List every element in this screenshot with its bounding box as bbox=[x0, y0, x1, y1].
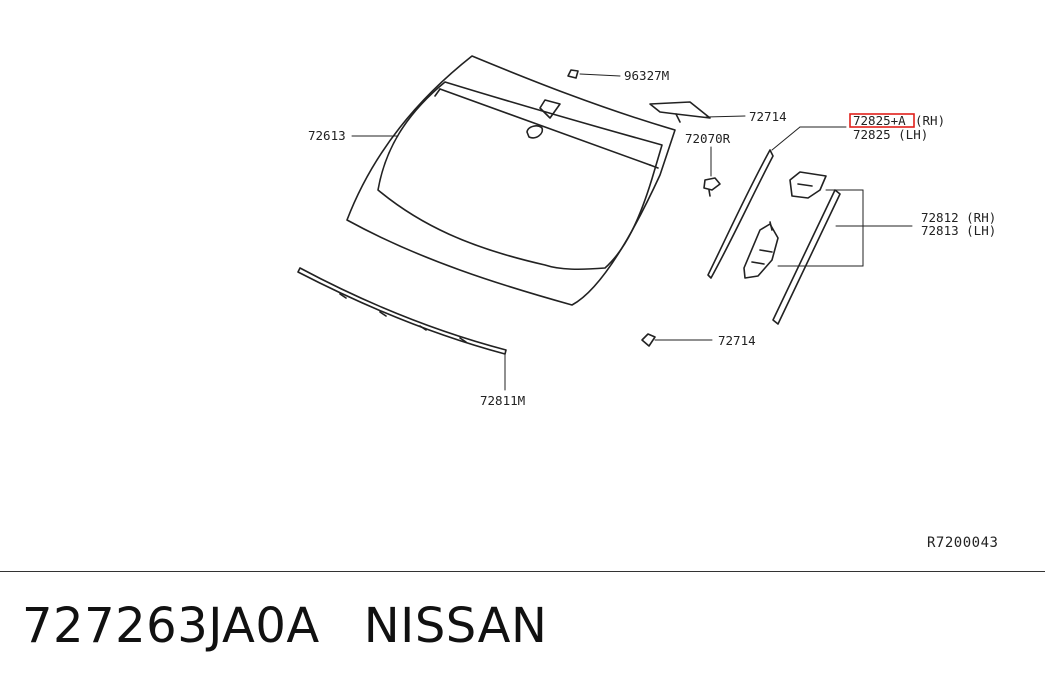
pillar-moulding-72825 bbox=[707, 126, 847, 279]
label-72613: 72613 bbox=[308, 128, 346, 143]
label-72070R: 72070R bbox=[685, 131, 731, 146]
label-72825-lh: 72825 (LH) bbox=[853, 127, 928, 142]
windshield-glass bbox=[346, 55, 676, 306]
label-72714-top: 72714 bbox=[749, 109, 787, 124]
footer: 727263JA0A NISSAN bbox=[22, 598, 547, 654]
label-72811M: 72811M bbox=[480, 393, 525, 408]
clip-72714-bottom bbox=[641, 333, 713, 347]
label-rh-suffix: (RH) bbox=[915, 113, 945, 128]
divider bbox=[0, 571, 1045, 572]
bracket-72812-72813 bbox=[743, 171, 913, 325]
label-72825A-rh: 72825+A bbox=[853, 113, 906, 128]
diagram-reference: R7200043 bbox=[927, 535, 998, 551]
label-72813-lh: 72813 (LH) bbox=[921, 223, 996, 238]
label-72812-rh: 72812 (RH) bbox=[921, 210, 996, 225]
brand-name: NISSAN bbox=[363, 598, 548, 654]
label-72714-bottom: 72714 bbox=[718, 333, 756, 348]
parts-diagram: 96327M 72714 72825+A (RH) 72825 (LH) 726… bbox=[297, 55, 998, 551]
part-number: 727263JA0A bbox=[22, 598, 320, 654]
lower-moulding-72811M bbox=[297, 267, 507, 391]
fastener-72070R bbox=[703, 146, 721, 197]
cowl-cover-72714-top bbox=[649, 101, 746, 123]
clip-96327M bbox=[567, 69, 621, 79]
label-96327M: 96327M bbox=[624, 68, 669, 83]
highlight-box bbox=[849, 113, 915, 128]
